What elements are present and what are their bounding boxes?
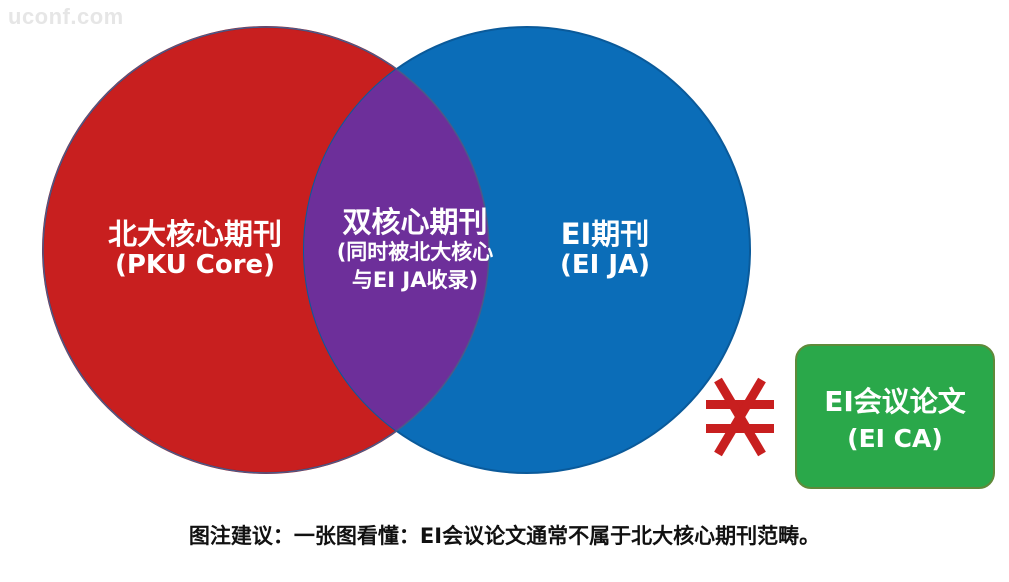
dual-core-title: 双核心期刊 bbox=[342, 205, 488, 239]
pku-core-label: 北大核心期刊 (PKU Core) bbox=[80, 217, 310, 281]
dual-core-label: 双核心期刊 (同时被北大核心 与EI JA收录) bbox=[300, 205, 530, 294]
not-equal-icon bbox=[706, 377, 774, 457]
dual-core-subtitle-line1: (同时被北大核心 bbox=[336, 240, 494, 265]
dual-core-subtitle-line2: 与EI JA收录) bbox=[351, 267, 479, 292]
ei-ca-subtitle: (EI CA) bbox=[847, 424, 943, 453]
ei-ca-box: EI会议论文 (EI CA) bbox=[795, 344, 995, 489]
intersection-region bbox=[304, 27, 489, 473]
pku-core-title: 北大核心期刊 bbox=[107, 217, 282, 251]
ei-ja-subtitle: (EI JA) bbox=[559, 250, 651, 281]
pku-core-subtitle: (PKU Core) bbox=[114, 250, 276, 281]
caption: 图注建议：一张图看懂：EI会议论文通常不属于北大核心期刊范畴。 bbox=[188, 524, 821, 548]
ei-ja-label: EI期刊 (EI JA) bbox=[520, 217, 690, 281]
ei-ca-title: EI会议论文 bbox=[824, 385, 966, 418]
ei-ja-title: EI期刊 bbox=[560, 217, 650, 251]
watermark: uconf.com bbox=[8, 4, 124, 29]
